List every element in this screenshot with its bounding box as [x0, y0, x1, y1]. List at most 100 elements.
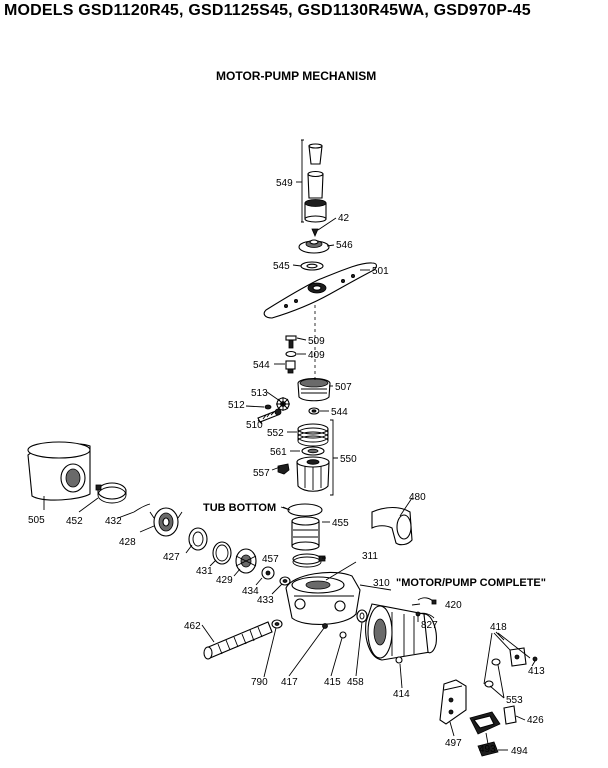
grommet-553-part	[484, 658, 501, 688]
stem-510-part	[257, 408, 282, 423]
inlet-housing-505-part	[27, 441, 91, 501]
part-label-544-lower: 544	[331, 407, 348, 418]
part-label-546: 546	[336, 240, 353, 251]
clamp-452-part	[95, 482, 127, 504]
part-label-493: 493	[479, 744, 496, 755]
part-label-429: 429	[216, 575, 233, 586]
part-label-509: 509	[308, 336, 325, 347]
clip-426-part	[503, 705, 517, 725]
part-label-512: 512	[228, 400, 245, 411]
screw-415-part	[339, 631, 347, 639]
part-label-431: 431	[196, 566, 213, 577]
pump-body-311-part	[285, 571, 361, 625]
part-label-497: 497	[445, 738, 462, 749]
part-label-790: 790	[251, 677, 268, 688]
screw-417-part	[322, 623, 328, 629]
clip-494-part	[477, 741, 499, 757]
spray-arm-hub-part	[298, 239, 330, 254]
part-label-455: 455	[332, 518, 349, 529]
nut-434-part	[261, 566, 275, 580]
impeller-550-part	[296, 456, 330, 492]
part-label-550: 550	[340, 454, 357, 465]
part-label-510: 510	[246, 420, 263, 431]
part-label-513: 513	[251, 388, 268, 399]
part-label-310: 310	[373, 578, 390, 589]
support-housing-507-part	[297, 377, 331, 402]
hose-elbow-480-part	[371, 506, 413, 546]
screw-509-part	[285, 335, 297, 349]
part-label-827: 827	[421, 620, 438, 631]
tub-bottom-caption: TUB BOTTOM	[203, 502, 276, 514]
part-label-418: 418	[490, 622, 507, 633]
models-title: MODELS GSD1120R45, GSD1125S45, GSD1130R4…	[4, 2, 531, 19]
part-label-553: 553	[506, 695, 523, 706]
clamp-457-part	[292, 553, 326, 568]
tub-bottom-ring	[287, 503, 323, 517]
part-label-458: 458	[347, 677, 364, 688]
section-title: MOTOR-PUMP MECHANISM	[216, 69, 377, 83]
mount-bracket-418-part	[509, 647, 527, 667]
part-label-561: 561	[270, 447, 287, 458]
clip-557-part	[277, 463, 290, 475]
nut-544-part	[285, 360, 296, 374]
part-label-427: 427	[163, 552, 180, 563]
leader-lines	[43, 139, 536, 751]
spray-tower-tube-part	[304, 143, 327, 223]
gasket-427-part	[188, 527, 208, 551]
part-label-545: 545	[273, 261, 290, 272]
part-label-552: 552	[267, 428, 284, 439]
part-label-415: 415	[324, 677, 341, 688]
clip-493-part	[469, 711, 501, 735]
part-label-432: 432	[105, 516, 122, 527]
part-label-42: 42	[338, 213, 350, 224]
part-label-414: 414	[393, 689, 410, 700]
washer-545-part	[300, 261, 324, 271]
washer-409-part	[285, 350, 297, 358]
coil-552-part	[297, 423, 329, 447]
motor-pump-complete-caption: "MOTOR/PUMP COMPLETE"	[396, 577, 546, 589]
part-label-413: 413	[528, 666, 545, 677]
part-label-452: 452	[66, 516, 83, 527]
part-label-417: 417	[281, 677, 298, 688]
screw-413-part	[532, 656, 538, 662]
part-label-433: 433	[257, 595, 274, 606]
part-label-544-upper: 544	[253, 360, 270, 371]
part-label-549: 549	[276, 178, 293, 189]
tub-bottom-leader	[280, 506, 291, 511]
ring-431-part	[212, 541, 232, 565]
part-label-434: 434	[242, 586, 259, 597]
seal-428-part	[149, 507, 183, 537]
motor-bracket-497-part	[439, 679, 467, 725]
screw-414-part	[395, 656, 403, 664]
part-label-462: 462	[184, 621, 201, 632]
screw-512-part	[264, 404, 272, 410]
impeller-429-part	[235, 548, 257, 574]
lower-spray-arm-part	[263, 262, 377, 319]
washer-433-part	[279, 576, 291, 586]
part-label-557: 557	[253, 468, 270, 479]
clip-420-part	[417, 597, 437, 605]
part-label-505: 505	[28, 515, 45, 526]
part-label-311: 311	[362, 551, 378, 562]
part-label-420: 420	[445, 600, 462, 611]
screw-42-part	[311, 228, 319, 238]
oring-458-part	[356, 609, 368, 623]
grommet-544-part	[308, 407, 320, 415]
part-label-409: 409	[308, 350, 325, 361]
drain-hose-462-part	[203, 621, 273, 660]
clamp-790-part	[271, 619, 283, 629]
wire-432-part	[133, 503, 151, 513]
part-label-507: 507	[335, 382, 352, 393]
part-label-457: 457	[262, 554, 279, 565]
part-labels: 549 42 546 545 501 509 409 544 513 507 5…	[28, 178, 545, 757]
motor-310-part	[365, 603, 437, 661]
part-label-501: 501	[372, 266, 389, 277]
part-label-480: 480	[409, 492, 426, 503]
seal-ring-561-part	[301, 446, 325, 456]
part-label-428: 428	[119, 537, 136, 548]
part-label-494: 494	[511, 746, 528, 757]
part-label-426: 426	[527, 715, 544, 726]
pump-housing-455-part	[291, 516, 320, 551]
